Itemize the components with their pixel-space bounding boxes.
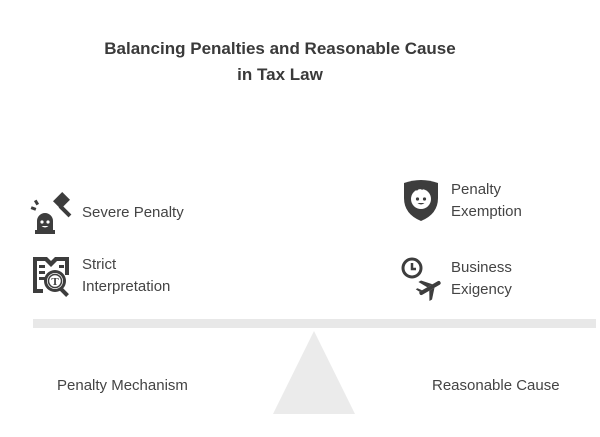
item-business-exigency: Business Exigency (397, 255, 512, 303)
clock-plane-icon (397, 255, 445, 303)
balance-beam (33, 319, 596, 328)
reasonable-cause-label: Reasonable Cause (432, 377, 560, 394)
book-search-icon: T (28, 252, 76, 300)
item-severe-penalty: Severe Penalty (28, 189, 184, 237)
title-line-2: in Tax Law (237, 65, 323, 84)
item-strict-interpretation: T Strict Interpretation (28, 252, 170, 300)
item-label: Strict Interpretation (82, 256, 171, 295)
item-label: Business Exigency (451, 259, 512, 298)
item-label: Severe Penalty (82, 204, 184, 221)
shield-face-icon (397, 177, 445, 225)
item-penalty-exemption: Penalty Exemption (397, 177, 522, 225)
gavel-alarm-icon (28, 189, 76, 237)
svg-text:T: T (51, 276, 59, 288)
diagram-title: Balancing Penalties and Reasonable Cause… (60, 36, 500, 88)
item-label: Penalty Exemption (451, 181, 522, 220)
fulcrum-triangle (273, 331, 355, 414)
penalty-mechanism-label: Penalty Mechanism (57, 377, 188, 394)
title-line-1: Balancing Penalties and Reasonable Cause (104, 39, 456, 58)
